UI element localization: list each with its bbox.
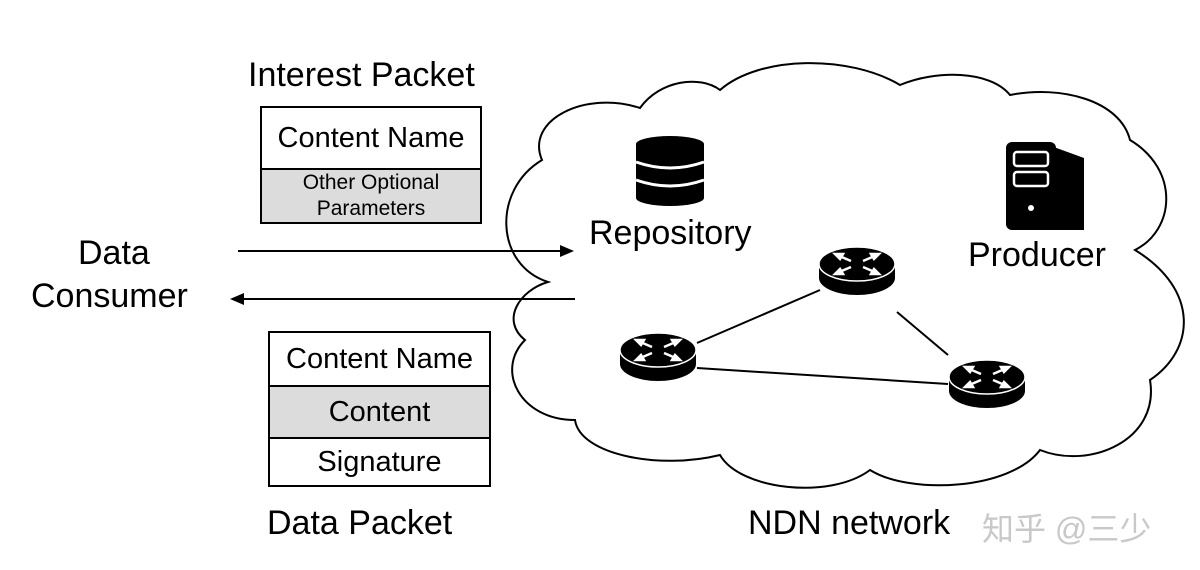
- router-icon: [947, 358, 1027, 410]
- server-icon: [1006, 142, 1084, 230]
- interest-optional-params-field: Other Optional Parameters: [262, 168, 480, 222]
- data-signature-field: Signature: [270, 437, 489, 485]
- interest-packet-title: Interest Packet: [248, 56, 475, 94]
- data-packet-title: Data Packet: [267, 504, 453, 542]
- data-content-name-field: Content Name: [286, 342, 473, 375]
- router-link: [896, 311, 949, 356]
- interest-content-name-field: Content Name: [277, 121, 465, 154]
- data-content-field: Content: [270, 385, 489, 437]
- database-icon: [635, 136, 705, 206]
- router-link: [696, 289, 821, 344]
- router-icon: [618, 331, 698, 383]
- consumer-label-line1: Data: [78, 234, 150, 272]
- ndn-network-label: NDN network: [748, 504, 951, 542]
- router-icon: [817, 245, 897, 297]
- router-link: [696, 367, 949, 385]
- data-packet-box: Content Name Content Signature: [268, 331, 491, 487]
- repository-label: Repository: [589, 214, 752, 252]
- consumer-label-line2: Consumer: [31, 277, 188, 315]
- watermark-text: 知乎 @三少: [982, 511, 1152, 547]
- producer-label: Producer: [968, 236, 1106, 274]
- interest-packet-box: Content Name Other Optional Parameters: [260, 106, 482, 224]
